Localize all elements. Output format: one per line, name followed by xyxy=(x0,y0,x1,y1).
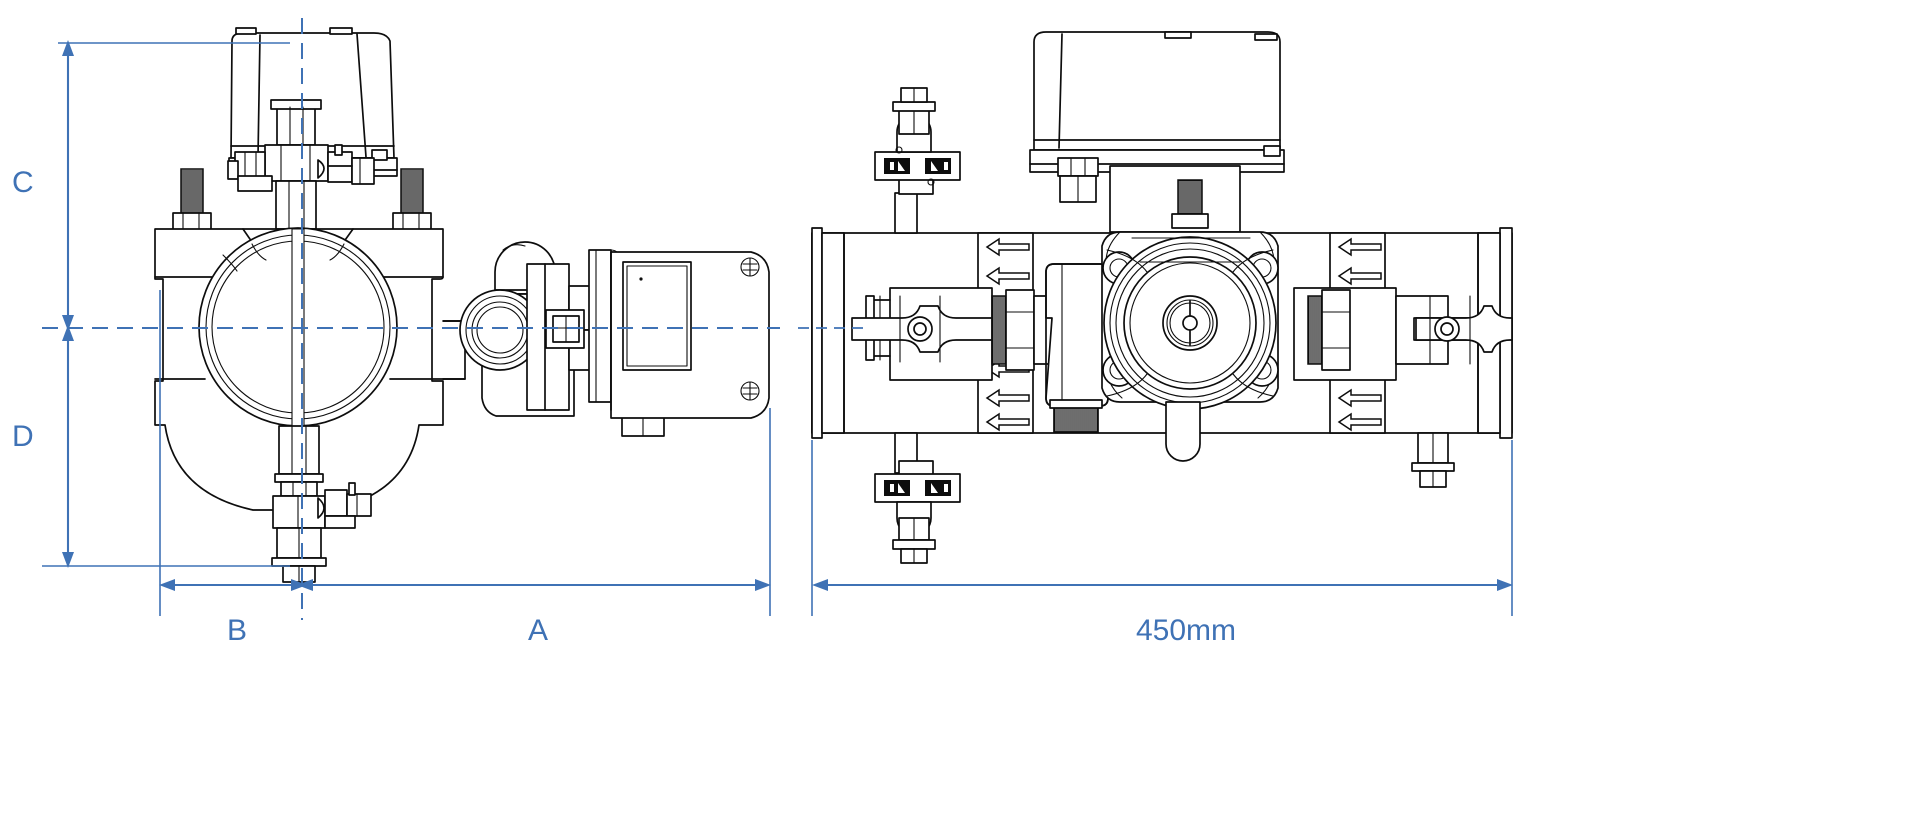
circulator-pump-end xyxy=(459,241,670,437)
end-view-group xyxy=(154,27,770,583)
isolation-valve-top-left xyxy=(874,87,961,234)
dimension-overall-length xyxy=(811,440,1513,616)
dimension-layer xyxy=(42,18,1513,620)
circulator-pump-plan xyxy=(1101,179,1279,462)
dimension-label-overall-length: 450mm xyxy=(1136,614,1237,647)
dimension-label-A: A xyxy=(528,614,549,647)
dimension-C xyxy=(58,40,290,331)
drain-cock xyxy=(271,425,372,583)
controller-box-end xyxy=(610,251,770,419)
drain-branch-right xyxy=(1411,432,1455,488)
valve-bonnet-stem xyxy=(227,99,375,230)
dimension-label-C: C xyxy=(12,166,34,199)
dimension-label-B: B xyxy=(227,614,248,647)
isolation-valve-bottom-left xyxy=(874,432,961,564)
dimension-A xyxy=(297,579,771,591)
isolation-valve-right-horizontal xyxy=(1293,287,1513,381)
plan-view-group xyxy=(811,31,1513,564)
dimension-D xyxy=(42,325,290,568)
dimension-label-D: D xyxy=(12,420,34,453)
actuator-head-plan xyxy=(1029,31,1285,233)
isolation-valve-left-horizontal xyxy=(851,287,1053,381)
flow-meter-body xyxy=(1045,263,1137,433)
butterfly-valve-body xyxy=(154,227,466,511)
